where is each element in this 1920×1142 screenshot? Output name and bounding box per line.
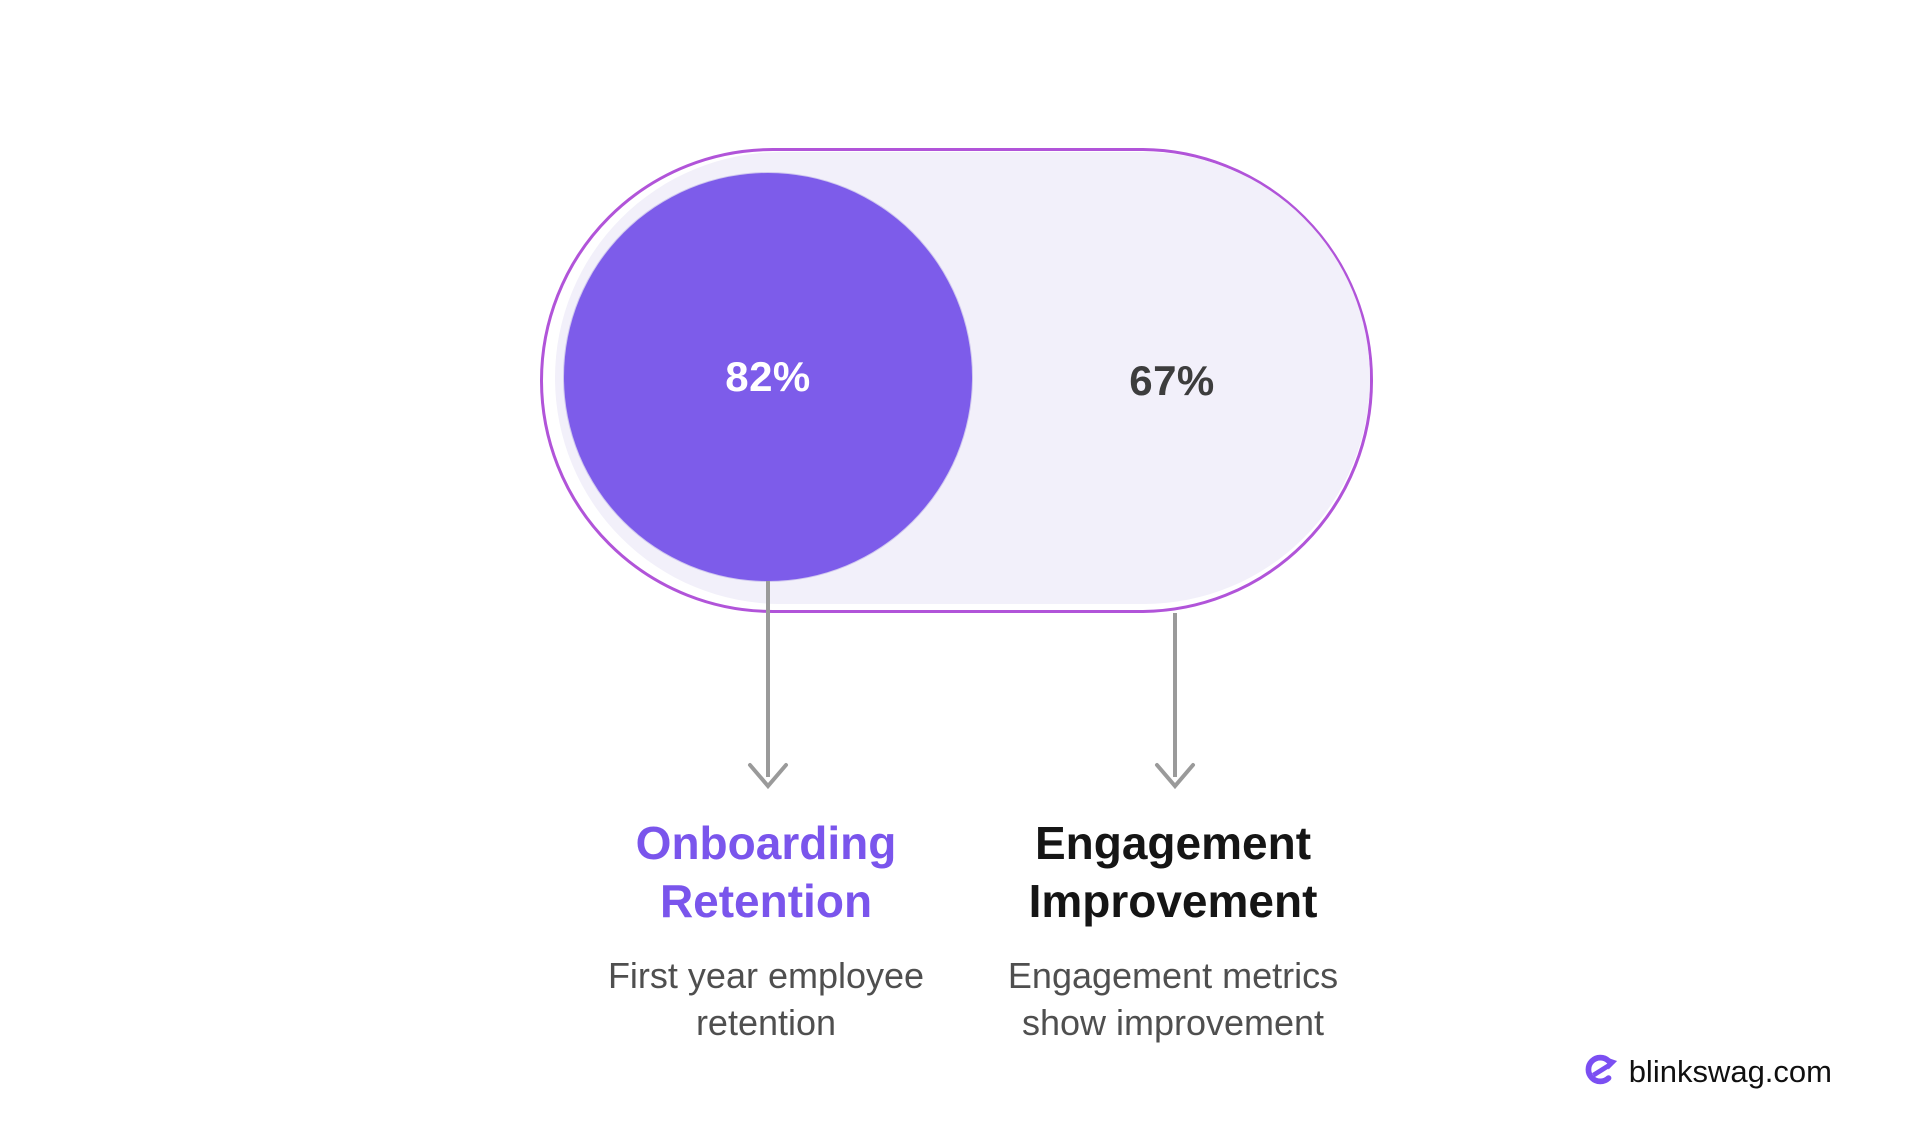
brand-domain-text: blinkswag.com <box>1628 1054 1832 1089</box>
right-title-line-2: Improvement <box>1028 875 1318 927</box>
right-title-line-1: Engagement <box>1034 817 1312 869</box>
right-column-description: Engagement metrics show improvement <box>943 952 1403 1046</box>
left-column-title: Onboarding Retention <box>536 814 996 930</box>
right-column-title: Engagement Improvement <box>943 814 1403 930</box>
left-down-arrow-icon <box>746 581 790 791</box>
left-title-line-2: Retention <box>659 875 873 927</box>
left-desc-line-1: First year employee <box>607 955 925 996</box>
left-desc-line-2: retention <box>695 1002 837 1043</box>
brand-footer: blinkswag.com <box>1581 1054 1832 1090</box>
right-desc-line-1: Engagement metrics <box>1007 955 1339 996</box>
inner-value-label: 82% <box>725 353 811 400</box>
blinkswag-arrow-logo-icon <box>1581 1054 1619 1090</box>
left-title-line-1: Onboarding <box>635 817 897 869</box>
proportion-circle: 82% <box>564 173 972 581</box>
right-down-arrow-icon <box>1153 613 1197 791</box>
outer-value-label: 67% <box>1129 357 1215 404</box>
right-desc-line-2: show improvement <box>1021 1002 1325 1043</box>
left-column-description: First year employee retention <box>536 952 996 1046</box>
